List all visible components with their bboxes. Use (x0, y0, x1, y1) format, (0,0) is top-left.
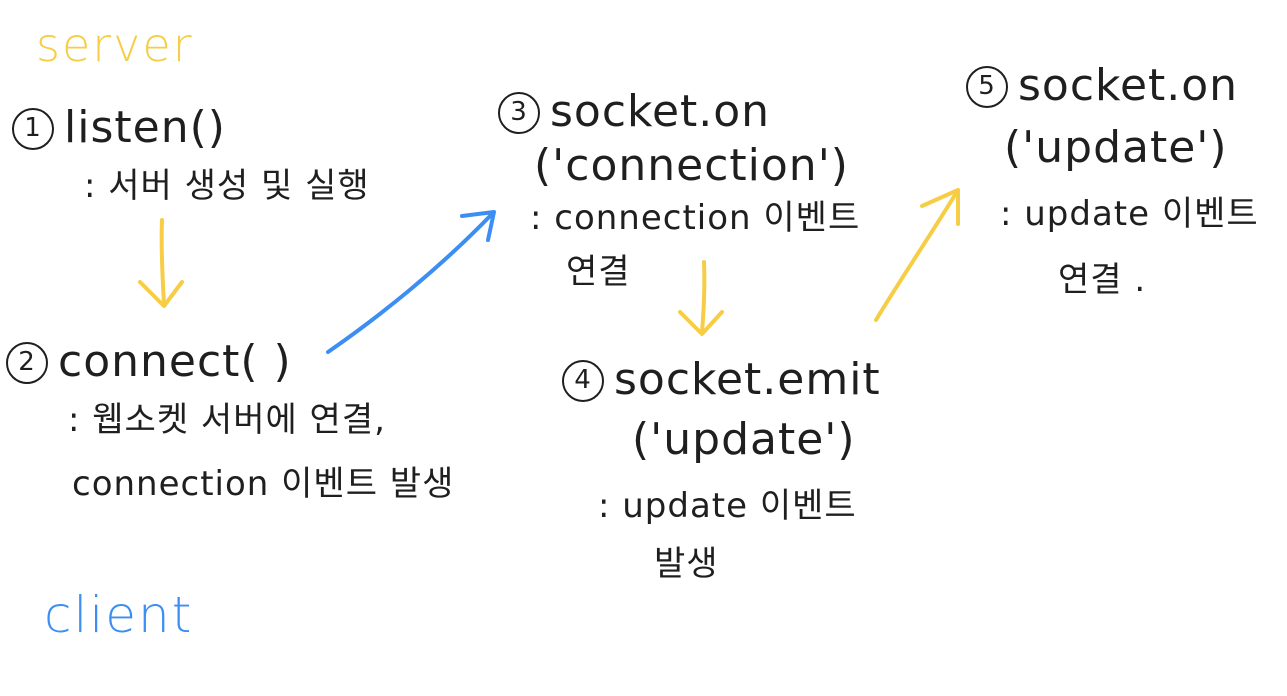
client-legend-label: client (44, 586, 194, 644)
step-5-number: 5 (966, 66, 1008, 108)
step-5-title-line-2: ('update') (1004, 122, 1228, 173)
step-3-description-line-2: 연결 (566, 252, 631, 292)
step-4-title-line-1: socket.emit (614, 354, 881, 405)
server-legend-label: server (36, 18, 194, 72)
step-3-number: 3 (498, 92, 540, 134)
step-2-description-line-2: connection 이벤트 발생 (72, 464, 455, 504)
step-5-description-line-2: 연결 . (1058, 260, 1147, 300)
step-3-description-line-1: : connection 이벤트 (530, 198, 861, 238)
step-4-description-line-1: : update 이벤트 (598, 486, 857, 526)
step-1-number: 1 (12, 108, 54, 150)
step-2-title: connect( ) (58, 336, 292, 387)
step-4-number: 4 (562, 360, 604, 402)
step-4-description-line-2: 발생 (654, 544, 719, 584)
step-1-description: : 서버 생성 및 실행 (84, 166, 370, 206)
step-4-title-line-2: ('update') (632, 414, 856, 465)
step-1-title: listen() (64, 102, 226, 153)
step-5-title-line-1: socket.on (1018, 60, 1239, 111)
arrow-step-4-to-5 (874, 188, 960, 322)
arrow-step-3-to-4 (678, 260, 724, 336)
arrow-step-1-to-2 (138, 218, 184, 308)
step-2-description-line-1: : 웹소켓 서버에 연결, (68, 400, 386, 440)
step-3-title-line-2: ('connection') (534, 140, 849, 191)
step-5-description-line-1: : update 이벤트 (1000, 194, 1259, 234)
arrow-step-2-to-3 (326, 210, 496, 354)
step-3-title-line-1: socket.on (550, 86, 771, 137)
step-2-number: 2 (6, 342, 48, 384)
